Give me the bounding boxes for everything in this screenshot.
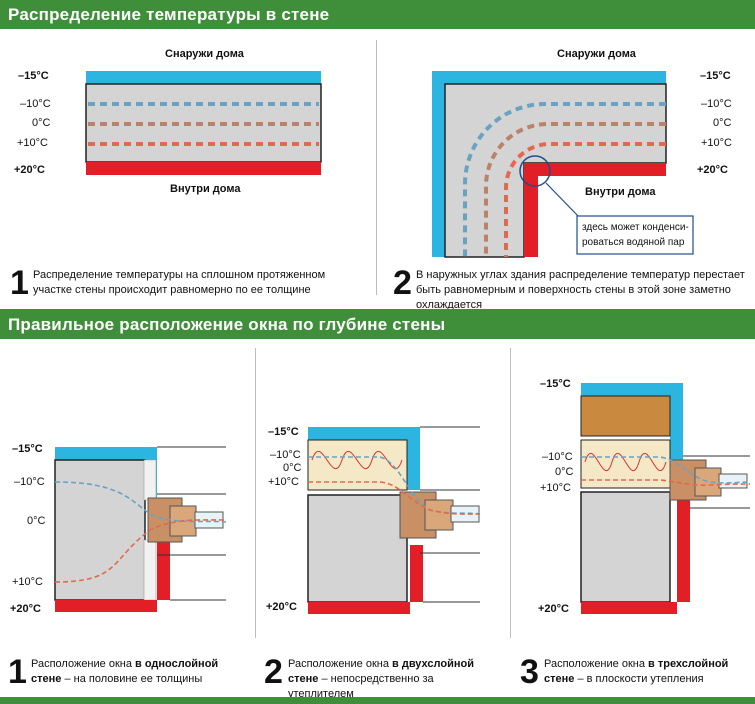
caption-2: В наружных углах здания распределение те… bbox=[416, 269, 745, 311]
condensation-zone-marker bbox=[519, 155, 551, 187]
temp-plus10-a: +10°C bbox=[12, 576, 44, 588]
divider-bottom-2 bbox=[510, 348, 511, 638]
callout-pointer bbox=[545, 182, 581, 219]
window-sash-c bbox=[694, 467, 722, 497]
divider-bottom-1 bbox=[255, 348, 256, 638]
temp-plus20-b: +20°C bbox=[266, 601, 298, 613]
insulation-wave-b bbox=[311, 451, 403, 469]
temp-plus10-b: +10°C bbox=[268, 476, 300, 488]
caption-c-bold: в трехслойной стене bbox=[544, 658, 729, 685]
caption-a: Расположение окна в однослойной стене – … bbox=[31, 657, 231, 687]
caption-a-pre: Расположение окна bbox=[31, 658, 136, 670]
brick-layer-c bbox=[580, 395, 671, 437]
temp-minus15-1: –15°C bbox=[18, 70, 49, 82]
temp-plus10-2: +10°C bbox=[701, 137, 733, 149]
temp-minus15-c: –15°C bbox=[540, 378, 571, 390]
inner-warm-layer-c bbox=[581, 500, 690, 614]
three-layer-wall-diagram bbox=[580, 383, 751, 614]
caption-b: Расположение окна в двухслойной стене – … bbox=[288, 657, 498, 702]
caption-a-post: – на половине ее толщины bbox=[61, 673, 203, 685]
temp-plus20-1: +20°C bbox=[14, 164, 46, 176]
caption-a-bold: в однослойной стене bbox=[31, 658, 219, 685]
temp-minus10-2: –10°C bbox=[701, 98, 732, 110]
temp-minus10-1: –10°C bbox=[20, 98, 51, 110]
step-number-1: 1 bbox=[10, 264, 29, 302]
temp-zero-b: 0°C bbox=[283, 462, 302, 474]
step-number-b: 2 bbox=[264, 653, 283, 691]
isotherm-minus10-a bbox=[54, 481, 227, 523]
caption-c-post: – в плоскости утепления bbox=[574, 673, 704, 685]
isotherm-zero-corner bbox=[484, 122, 666, 257]
temp-plus20-2: +20°C bbox=[697, 164, 729, 176]
insulation-wave-c bbox=[584, 453, 667, 471]
temp-minus10-b: –10°C bbox=[270, 449, 301, 461]
outside-label-2: Снаружи дома bbox=[557, 48, 636, 60]
single-layer-wall-diagram bbox=[54, 446, 227, 612]
window-glass-c bbox=[718, 473, 748, 489]
isotherm-plus10-c bbox=[581, 479, 751, 486]
temp-plus10-c: +10°C bbox=[540, 482, 572, 494]
divider-top bbox=[376, 40, 377, 295]
wall-body-b bbox=[307, 494, 408, 603]
temp-zero-2: 0°C bbox=[713, 117, 732, 129]
isotherm-minus10-c bbox=[581, 456, 751, 484]
section1-title: Распределение температуры в стене bbox=[8, 5, 330, 24]
straight-wall-diagram bbox=[85, 71, 322, 175]
corner-wall-diagram bbox=[432, 71, 694, 258]
isotherm-plus10-corner bbox=[503, 141, 666, 257]
inner-warm-layer-a bbox=[55, 540, 170, 612]
inner-warm-layer-b bbox=[308, 545, 423, 614]
inside-label-2: Внутри дома bbox=[585, 186, 656, 198]
condensation-callout: здесь может конденси- роваться водяной п… bbox=[582, 220, 692, 250]
temp-zero-c: 0°C bbox=[555, 466, 574, 478]
caption-b-bold: в двухслойной стене bbox=[288, 658, 474, 685]
caption-b-pre: Расположение окна bbox=[288, 658, 393, 670]
temp-minus15-a: –15°C bbox=[12, 443, 43, 455]
step-number-c: 3 bbox=[520, 653, 539, 691]
wall-body-a bbox=[54, 459, 146, 601]
inside-label-1: Внутри дома bbox=[170, 183, 241, 195]
temp-plus20-a: +20°C bbox=[10, 603, 42, 615]
callout-line-2: роваться водяной пар bbox=[582, 237, 685, 248]
caption-c-pre: Расположение окна bbox=[544, 658, 649, 670]
temp-minus10-a: –10°C bbox=[14, 476, 45, 488]
temp-zero-a: 0°C bbox=[27, 515, 46, 527]
temp-minus15-b: –15°C bbox=[268, 426, 299, 438]
temp-minus15-2: –15°C bbox=[700, 70, 731, 82]
window-sash-b bbox=[424, 499, 454, 531]
step-number-a: 1 bbox=[8, 653, 27, 691]
callout-box bbox=[576, 215, 694, 255]
isotherm-plus10-a bbox=[54, 519, 227, 583]
isotherm-plus10-b bbox=[308, 481, 481, 515]
two-layer-wall-diagram bbox=[307, 426, 481, 614]
caption-c: Расположение окна в трехслойной стене – … bbox=[544, 657, 749, 687]
section2-header: Правильное расположение окна по глубине … bbox=[0, 309, 755, 339]
inner-warm-layer bbox=[86, 162, 321, 175]
caption-1: Распределение температуры на сплошном пр… bbox=[33, 269, 326, 296]
step-number-2: 2 bbox=[393, 264, 412, 302]
callout-line-1: здесь может конденси- bbox=[582, 222, 689, 233]
outside-label-1: Снаружи дома bbox=[165, 48, 244, 60]
section2-title: Правильное расположение окна по глубине … bbox=[8, 315, 446, 334]
section1-header: Распределение температуры в стене bbox=[0, 0, 755, 29]
footer-band bbox=[0, 697, 755, 704]
temp-zero-1: 0°C bbox=[32, 117, 51, 129]
inner-warm-layer-corner bbox=[524, 163, 666, 257]
isotherm-minus10-corner bbox=[463, 102, 666, 257]
temp-plus10-1: +10°C bbox=[17, 137, 49, 149]
wall-body-c bbox=[580, 491, 671, 603]
outer-cold-layer bbox=[86, 71, 321, 84]
temp-minus10-c: –10°C bbox=[542, 451, 573, 463]
temp-plus20-c: +20°C bbox=[538, 603, 570, 615]
isotherm-minus10-b bbox=[308, 456, 481, 515]
